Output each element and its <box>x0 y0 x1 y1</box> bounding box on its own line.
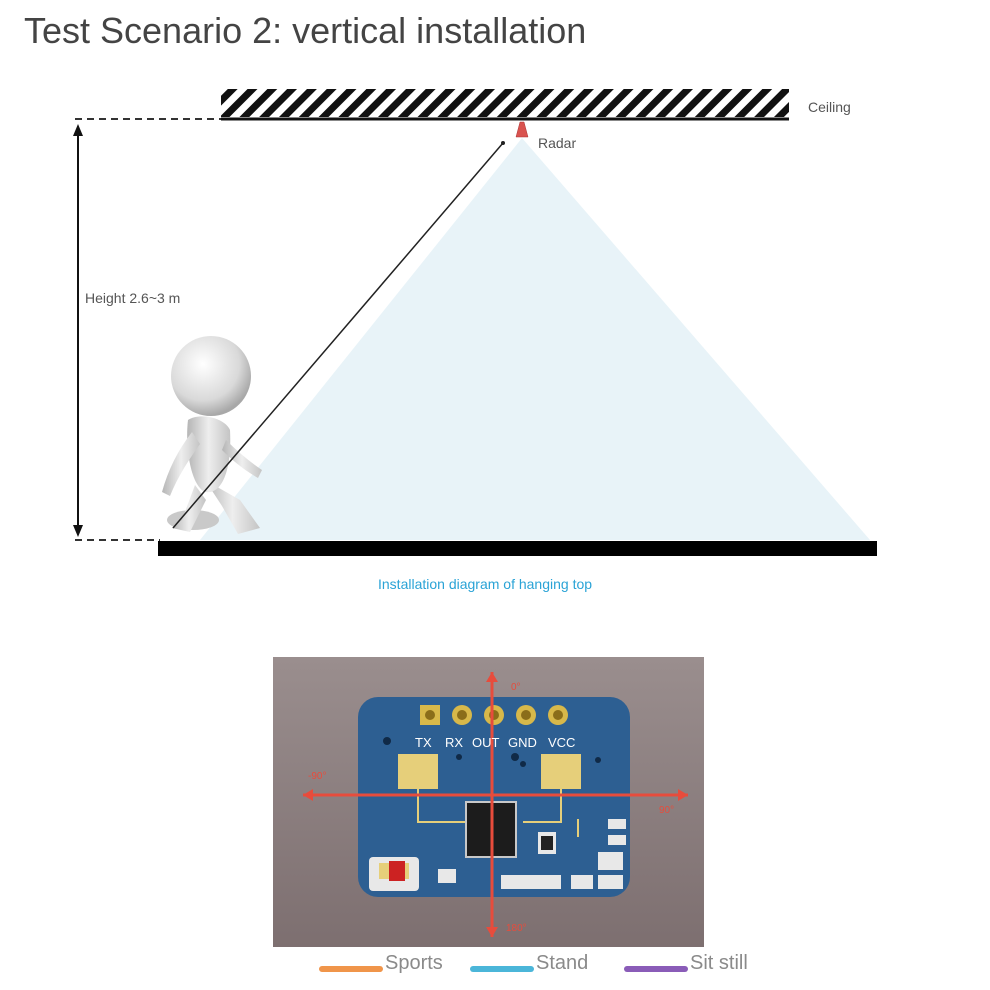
antenna-patch-right <box>541 754 581 789</box>
floor <box>158 541 877 556</box>
angle-label-bottom: 180° <box>506 923 527 934</box>
detection-range-line <box>172 142 504 529</box>
angle-label-right: 90° <box>659 805 675 816</box>
page-title: Test Scenario 2: vertical installation <box>24 10 587 51</box>
pin-label-tx: TX <box>415 735 432 750</box>
pin-label-rx: RX <box>445 735 464 750</box>
height-label: Height 2.6~3 m <box>85 290 181 306</box>
angle-label-left: -90° <box>308 771 327 782</box>
ceiling-label: Ceiling <box>808 99 851 115</box>
radar-board-illustration <box>273 657 704 947</box>
height-arrow-top <box>73 124 83 136</box>
pin-label-out: OUT <box>472 735 500 750</box>
pcb-board <box>358 697 630 897</box>
radar-coverage-area <box>200 138 870 540</box>
led-red-indicator <box>389 861 405 881</box>
legend-label-stand: Stand <box>536 952 589 974</box>
range-line-endpoint <box>501 141 505 145</box>
legend-swatch-sports <box>319 966 383 972</box>
height-arrow-bottom <box>73 525 83 537</box>
angle-label-top: 0° <box>511 682 521 693</box>
legend-swatch-stand <box>470 966 534 972</box>
legend-swatch-sit-still <box>624 966 688 972</box>
diagram-caption: Installation diagram of hanging top <box>378 576 593 592</box>
legend-label-sit-still: Sit still <box>690 952 748 974</box>
radar-icon <box>515 121 529 138</box>
pin-label-vcc: VCC <box>548 735 576 750</box>
pin-label-gnd: GND <box>508 735 537 750</box>
antenna-patch-left <box>398 754 438 789</box>
radar-board-photo: TX RX OUT GND VCC 0° -90° 90° 180° <box>273 657 704 947</box>
radar-label: Radar <box>538 135 577 151</box>
ceiling-hatch <box>221 89 789 117</box>
legend-label-sports: Sports <box>385 952 443 974</box>
